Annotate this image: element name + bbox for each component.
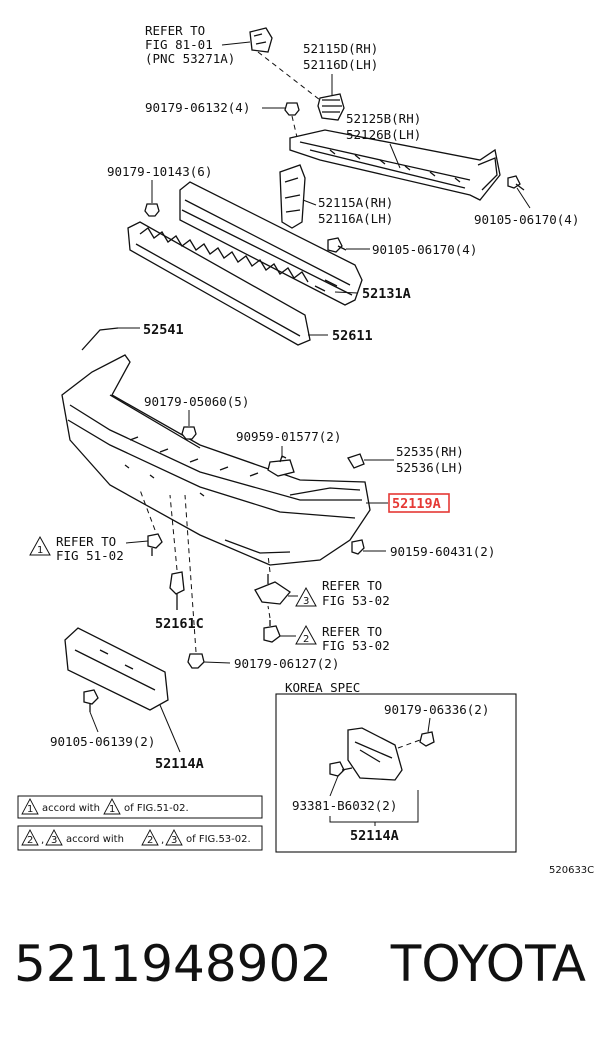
seal-52541	[81, 327, 119, 351]
retainer-52115d	[317, 93, 345, 121]
refer-fig53a-label: REFER TO	[322, 578, 382, 593]
bracket-refer-fig53-top	[254, 574, 291, 605]
bracket-52114a-left	[64, 627, 169, 711]
label-52611: 52611	[332, 328, 373, 344]
svg-text:3: 3	[171, 835, 177, 846]
parts-diagram: REFER TO FIG 81-01 (PNC 53271A) 52115D(R…	[17, 23, 594, 876]
bolt-90105-06170-right	[507, 175, 525, 191]
svg-text:,: ,	[161, 835, 164, 846]
refer-fig81-fig: FIG 81-01	[145, 37, 213, 52]
diagram-code: 520633C	[549, 865, 594, 876]
label-52161c: 52161C	[155, 616, 204, 632]
nut-90179-06336	[419, 731, 435, 747]
label-52535: 52535(RH)	[396, 444, 464, 459]
note-2: 2 , 3 accord with 2 , 3 of FIG.53-02.	[17, 825, 263, 851]
footer: 5211948902 TOYOTA	[0, 935, 600, 1005]
svg-text:1: 1	[109, 804, 115, 815]
bolt-93381-b6032	[329, 761, 353, 777]
bracket-52125b	[289, 129, 501, 201]
warning-triangle-3-icon	[295, 586, 317, 607]
label-52115a: 52115A(RH)	[318, 195, 393, 210]
note-1: 1 accord with 1 of FIG.51-02.	[17, 795, 263, 819]
label-52115d: 52115D(RH)	[303, 41, 378, 56]
label-52126b: 52126B(LH)	[346, 127, 421, 142]
bolt-refer-fig53-bottom	[263, 620, 281, 643]
nut-90179-10143	[144, 203, 160, 217]
label-90105-06170-center: 90105-06170(4)	[372, 242, 477, 257]
label-90179-05060: 90179-05060(5)	[144, 394, 249, 409]
refer-fig51-fig: FIG 51-02	[56, 548, 124, 563]
triangle-2-number: 2	[303, 634, 309, 645]
warning-triangle-2-icon	[295, 624, 317, 645]
absorber-52611	[127, 221, 311, 346]
label-93381-b6032: 93381-B6032(2)	[292, 798, 397, 813]
svg-text:,: ,	[41, 835, 44, 846]
highlight-box-52119a	[388, 493, 450, 513]
label-52541: 52541	[143, 322, 184, 338]
triangle-3-number: 3	[303, 596, 309, 607]
label-52114a-korea: 52114A	[350, 828, 399, 844]
label-90179-06132: 90179-06132(4)	[145, 100, 250, 115]
bolt-90105-06139	[83, 689, 99, 712]
label-52114a-left: 52114A	[155, 756, 204, 772]
nut-90179-06127	[187, 653, 205, 669]
refer-fig81-label: REFER TO	[145, 23, 205, 38]
label-52125b: 52125B(RH)	[346, 111, 421, 126]
brand-name: TOYOTA	[390, 935, 586, 993]
clip-90959-01577	[267, 455, 295, 477]
svg-text:3: 3	[51, 835, 57, 846]
label-90959-01577: 90959-01577(2)	[236, 429, 341, 444]
note-1-text-a: accord with	[42, 803, 100, 814]
svg-text:1: 1	[27, 804, 33, 815]
label-90179-10143: 90179-10143(6)	[107, 164, 212, 179]
note-2-text-a: accord with	[66, 834, 124, 845]
note-1-text-b: of FIG.51-02.	[124, 803, 189, 814]
nut-90179-05060	[181, 426, 197, 440]
korea-spec-box	[275, 693, 517, 853]
refer-fig81-pnc: (PNC 53271A)	[145, 51, 235, 66]
bolt-90159-60431	[351, 539, 365, 555]
refer-fig53a-fig: FIG 53-02	[322, 593, 390, 608]
label-90105-06139: 90105-06139(2)	[50, 734, 155, 749]
note-2-text-b: of FIG.53-02.	[186, 834, 251, 845]
reinforcement-52131a	[179, 181, 363, 306]
label-52116a: 52116A(LH)	[318, 211, 393, 226]
clip-52161c	[169, 571, 185, 610]
bracket-52114a-korea	[347, 727, 403, 781]
refer-fig81-clip	[221, 27, 321, 101]
bolt-90105-06170-center	[327, 237, 347, 253]
svg-text:2: 2	[27, 835, 33, 846]
svg-text:2: 2	[147, 835, 153, 846]
label-52536: 52536(LH)	[396, 460, 464, 475]
refer-fig51-label: REFER TO	[56, 534, 116, 549]
korea-spec-title: KOREA SPEC	[285, 680, 360, 695]
label-90179-06127: 90179-06127(2)	[234, 656, 339, 671]
label-52131a: 52131A	[362, 286, 411, 302]
triangle-1-number: 1	[37, 545, 43, 556]
bracket-52115a	[279, 164, 306, 229]
refer-fig53b-label: REFER TO	[322, 624, 382, 639]
nut-90179-06132	[284, 102, 300, 116]
bolt-refer-fig51	[147, 533, 163, 556]
warning-triangle-1-icon	[29, 535, 51, 556]
label-90179-06336: 90179-06336(2)	[384, 702, 489, 717]
label-52119a: 52119A	[392, 496, 441, 512]
label-52116d: 52116D(LH)	[303, 57, 378, 72]
label-90159-60431: 90159-60431(2)	[390, 544, 495, 559]
retainer-52535	[347, 453, 365, 469]
part-number: 5211948902	[14, 935, 333, 993]
refer-fig53b-fig: FIG 53-02	[322, 638, 390, 653]
bumper-cover-52119a	[61, 354, 371, 566]
label-90105-06170-right: 90105-06170(4)	[474, 212, 579, 227]
